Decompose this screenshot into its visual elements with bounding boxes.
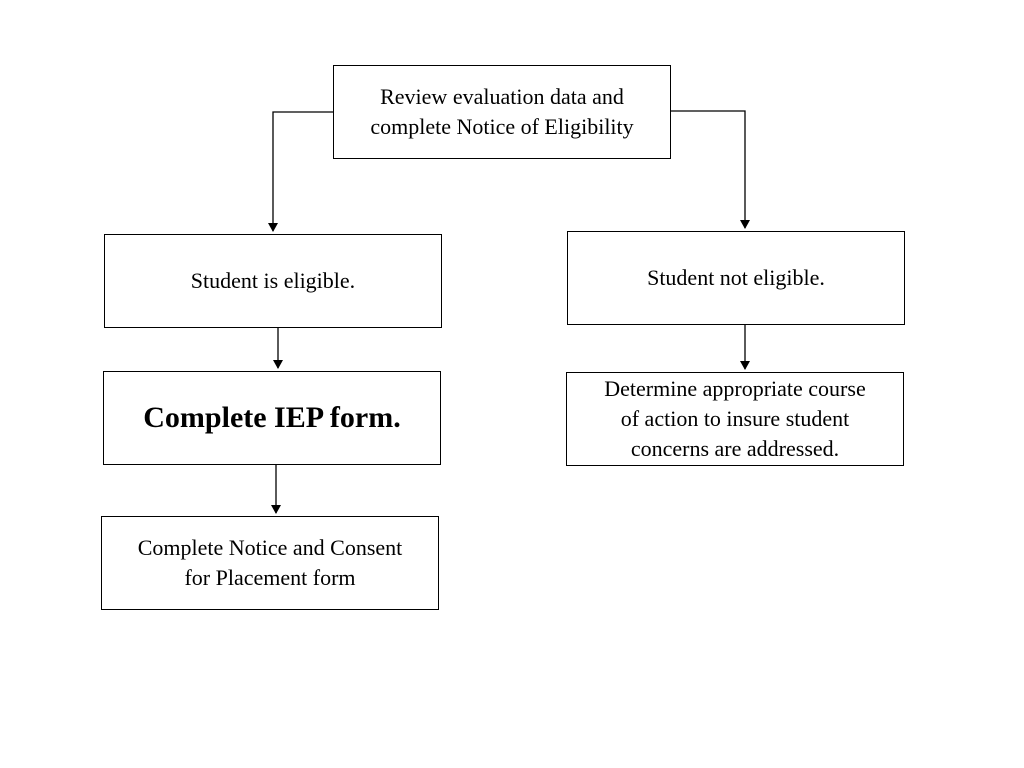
student-eligible-box: Student is eligible. bbox=[104, 234, 442, 328]
course-of-action-label: Determine appropriate course of action t… bbox=[604, 376, 866, 461]
notice-consent-label: Complete Notice and Consent for Placemen… bbox=[137, 535, 403, 590]
course-of-action-box: Determine appropriate course of action t… bbox=[566, 372, 904, 466]
notice-consent-box: Complete Notice and Consent for Placemen… bbox=[101, 516, 439, 610]
connector-review-to-eligible bbox=[268, 111, 333, 232]
review-evaluation-box: Review evaluation data and complete Noti… bbox=[333, 65, 671, 159]
complete-iep-box: Complete IEP form. bbox=[103, 371, 441, 465]
student-not-eligible-box: Student not eligible. bbox=[567, 231, 905, 325]
student-eligible-label: Student is eligible. bbox=[190, 268, 356, 293]
connector-review-to-not-eligible bbox=[671, 110, 750, 229]
complete-iep-label: Complete IEP form. bbox=[143, 401, 401, 434]
student-not-eligible-label: Student not eligible. bbox=[647, 265, 825, 290]
review-evaluation-label: Review evaluation data and complete Noti… bbox=[370, 84, 634, 139]
